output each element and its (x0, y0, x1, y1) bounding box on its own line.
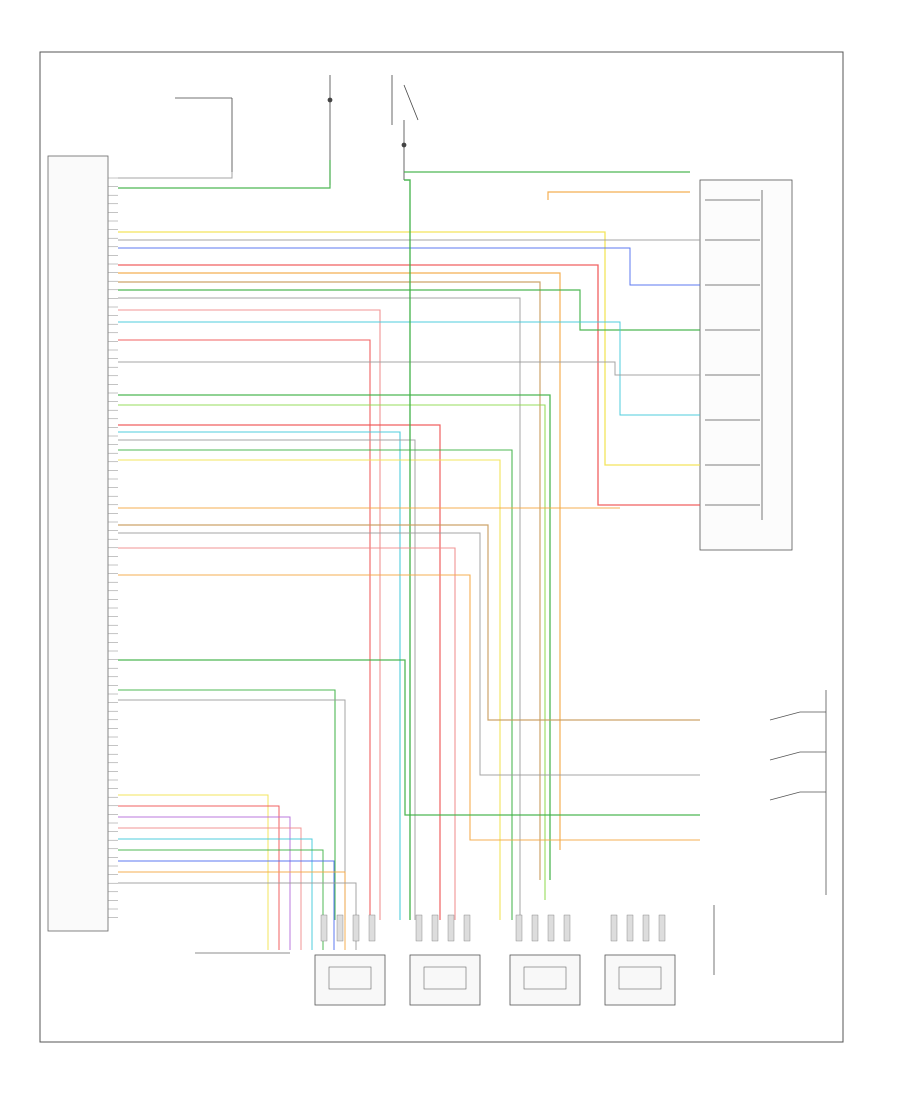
wire-gray-2 (118, 297, 521, 920)
wire-sensor-4 (118, 827, 302, 950)
wire-orange-1 (118, 272, 561, 850)
seat-motor-2 (409, 914, 481, 1006)
wire-red-2 (118, 339, 371, 920)
wire-pink-mid (118, 547, 456, 920)
wire-sensor-7 (118, 860, 335, 950)
wire-sensor-3 (118, 816, 291, 950)
wire-green-2 (118, 394, 551, 880)
wire-cyan-1 (118, 321, 700, 416)
memory-switch (713, 690, 827, 975)
wire-sensor-6 (118, 849, 324, 950)
wire-gray-5 (118, 699, 346, 920)
seat-motor-3 (509, 914, 581, 1006)
wire-orange-low (118, 574, 700, 841)
wire-bundle (118, 160, 700, 950)
wire-gray-mid (118, 532, 700, 776)
wire-gray-3 (118, 361, 700, 376)
wire-green-4 (118, 689, 336, 920)
wire-blue-1 (118, 247, 700, 286)
wire-yellow-1 (118, 231, 700, 466)
wire-sensor-9 (118, 882, 357, 950)
main-module-connector (47, 155, 118, 932)
seat-motor-4 (604, 914, 676, 1006)
wire-orange-right (547, 191, 690, 200)
wire-tan-mid (118, 524, 700, 721)
seat-motors (314, 914, 676, 1006)
wire-sensor-5 (118, 838, 313, 950)
wire-sensor-2 (118, 805, 280, 950)
wire-yellow-2 (118, 459, 501, 920)
wire-green-3 (118, 449, 513, 920)
wire-tan-1 (118, 281, 541, 880)
wire-cyan-2 (118, 431, 401, 920)
wire-lime-1 (118, 404, 546, 900)
wire-sensor-1 (118, 794, 269, 950)
wire-gray-4 (118, 439, 416, 920)
wire-top-ground (118, 172, 233, 179)
seat-switch-assembly (699, 179, 793, 551)
wire-pink-1 (118, 309, 381, 920)
top-components (175, 75, 419, 185)
wire-green-low (118, 659, 700, 816)
wire-top-feed (118, 160, 331, 189)
diagram-frame (39, 51, 844, 1043)
wire-red-3 (118, 424, 441, 920)
wire-red-1 (118, 264, 700, 506)
wire-green-vertical (404, 179, 411, 920)
wire-sensor-8 (118, 871, 346, 950)
wire-green-1 (118, 289, 700, 331)
seat-motor-1 (314, 914, 386, 1006)
